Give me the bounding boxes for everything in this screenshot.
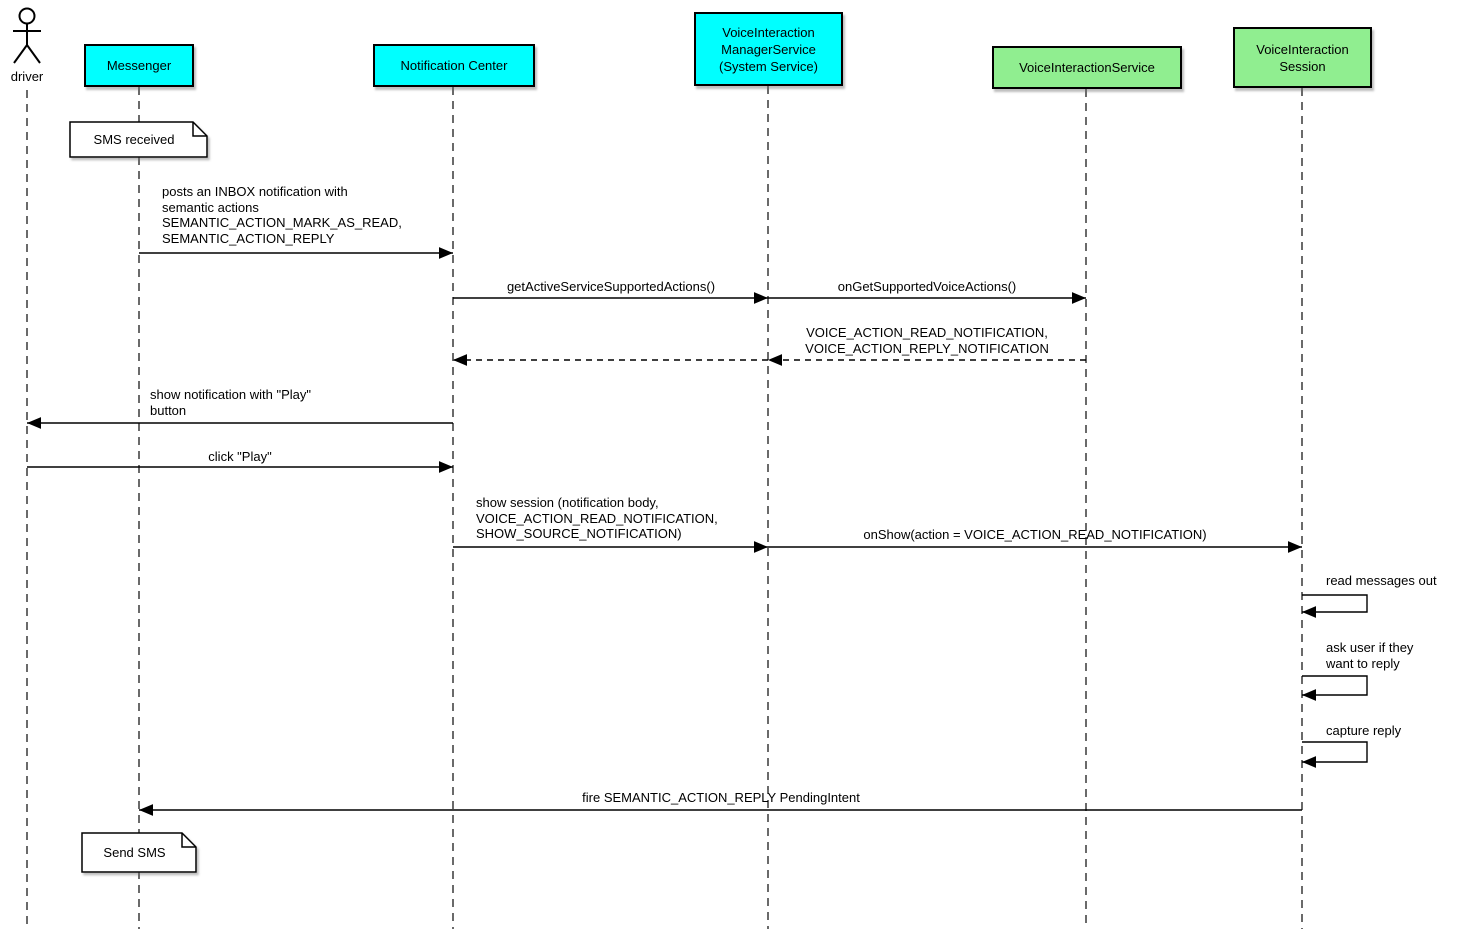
message-arrows	[27, 247, 1368, 816]
note-sms-received-shape	[69, 121, 208, 158]
actor-leg-right	[26, 44, 41, 64]
participant-notification-center: Notification Center	[373, 44, 535, 87]
message-click-play-label: click "Play"	[208, 449, 272, 464]
note-send-sms-shape	[81, 832, 197, 873]
actor-head	[18, 7, 36, 25]
participant-messenger: Messenger	[84, 44, 194, 87]
participant-voice-interaction-manager-service: VoiceInteraction ManagerService (System …	[694, 12, 843, 86]
message-on-get-supported-voice-actions-label: onGetSupportedVoiceActions()	[837, 279, 1017, 294]
note-send-sms-text: Send SMS	[103, 845, 166, 860]
lifelines	[26, 86, 1303, 929]
message-on-show-label: onShow(action = VOICE_ACTION_READ_NOTIFI…	[863, 527, 1207, 542]
note-send-sms-fold-icon	[181, 833, 196, 848]
self-message-read-messages	[1302, 594, 1368, 618]
actor-leg-left	[13, 44, 28, 64]
notes-layer	[69, 121, 208, 873]
self-message-capture-reply	[1302, 741, 1368, 768]
actor-driver-label: driver	[10, 69, 44, 84]
self-message-capture-reply-label: capture reply	[1326, 723, 1402, 738]
note-sms-received-text: SMS received	[93, 132, 175, 147]
actor-driver-icon	[13, 7, 41, 64]
message-show-session-label: show session (notification body, VOICE_A…	[476, 495, 718, 541]
message-show-notification-label: show notification with "Play" button	[150, 387, 311, 418]
participant-voice-interaction-session: VoiceInteraction Session	[1233, 27, 1372, 88]
message-return-voice-actions-label: VOICE_ACTION_READ_NOTIFICATION, VOICE_AC…	[805, 325, 1049, 356]
self-message-ask-user-label: ask user if they want to reply	[1326, 640, 1414, 671]
self-message-read-messages-label: read messages out	[1326, 573, 1437, 588]
participant-voice-interaction-service: VoiceInteractionService	[992, 46, 1182, 89]
message-posts-inbox-label: posts an INBOX notification with semanti…	[162, 184, 402, 246]
note-sms-received-fold-icon	[192, 122, 207, 137]
message-fire-pending-intent-label: fire SEMANTIC_ACTION_REPLY PendingIntent	[582, 790, 860, 805]
message-get-supported-actions-label: getActiveServiceSupportedActions()	[506, 279, 716, 294]
self-message-ask-user	[1302, 675, 1368, 701]
